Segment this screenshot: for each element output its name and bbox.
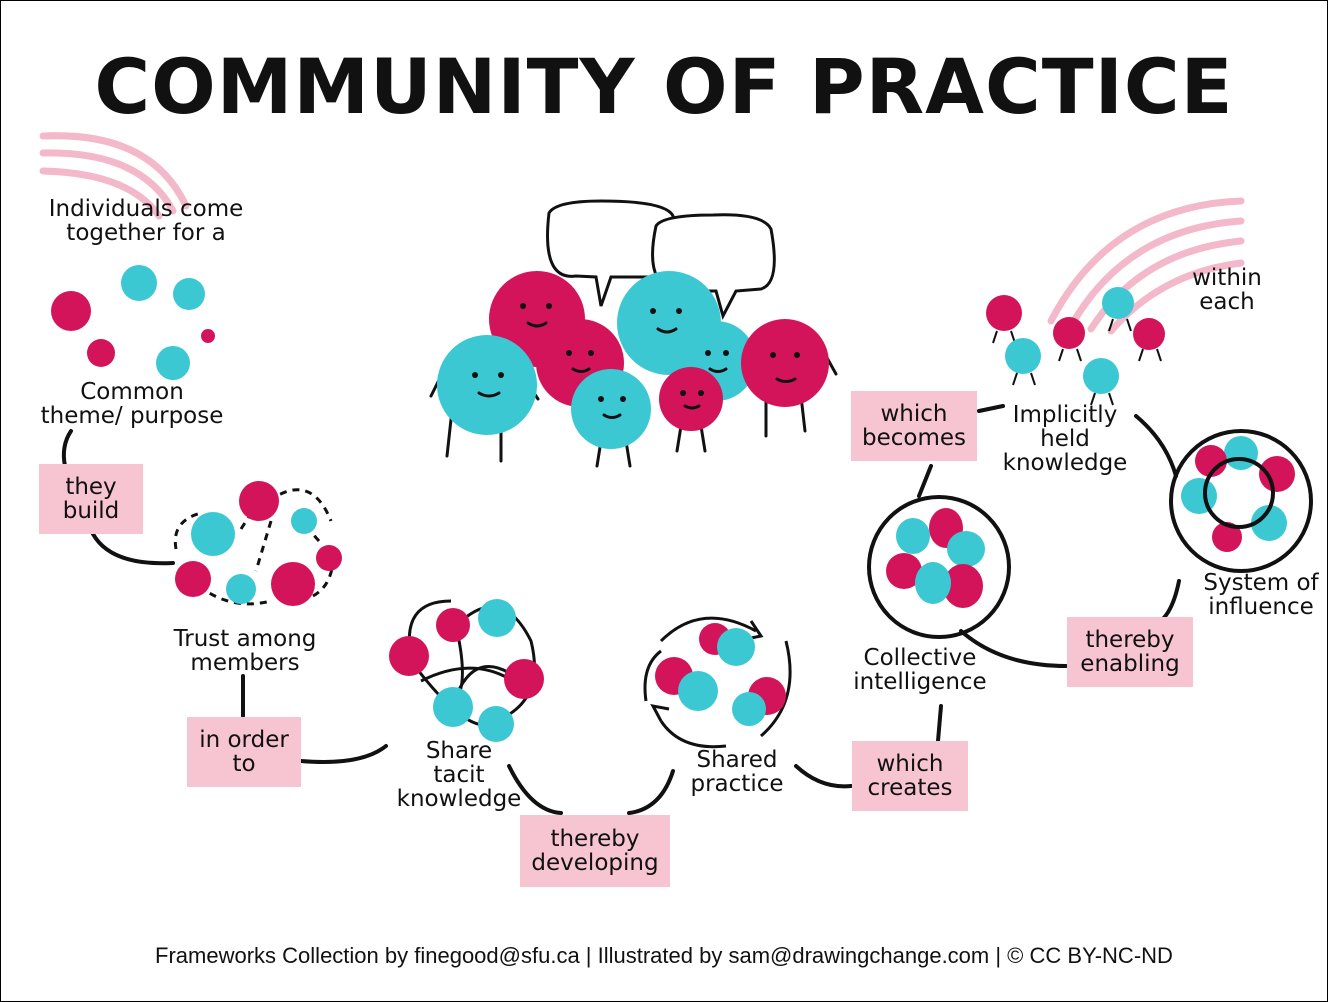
label-shared-practice: Shared practice [690,747,784,797]
system-of-influence-circle [1169,429,1313,573]
footer-credits: Frameworks Collection by finegood@sfu.ca… [155,943,1173,968]
tacit-network [389,599,544,742]
label-within-each: within each [1192,265,1262,315]
label-collective: Collective intelligence [853,645,987,695]
connector-they-build-text: they build [62,474,120,524]
pink-swoosh-right [1047,197,1245,335]
connector-thereby-enabling: thereby enabling [1067,617,1193,687]
label-share-tacit: Share tacit knowledge [396,738,522,812]
connector-which-becomes-text: which becomes [861,401,966,451]
connector-in-order-to-text: in order to [199,727,289,777]
connector-which-becomes: which becomes [851,391,977,461]
connector-thereby-enabling-text: thereby enabling [1080,627,1180,677]
shared-practice-swirl [643,616,792,749]
trust-network [173,481,342,606]
connector-which-creates-text: which creates [867,751,953,801]
central-crowd [429,199,838,468]
connector-thereby-developing: thereby developing [520,815,670,887]
connector-thereby-developing-text: thereby developing [531,826,659,876]
label-common-theme: Common theme/ purpose [40,379,224,429]
page-title: COMMUNITY OF PRACTICE [94,42,1234,131]
label-trust: Trust among members [173,626,317,676]
connector-they-build: they build [39,464,143,534]
connector-in-order-to: in order to [187,717,301,787]
pink-swoosh-left [39,132,190,220]
label-implicit: Implicitly held knowledge [1002,402,1128,476]
connector-which-creates: which creates [852,741,968,811]
implicit-knowledge-figures [986,287,1165,406]
collective-intelligence-circle [867,495,1011,639]
label-system-influence: System of influence [1203,570,1319,620]
label-individuals: Individuals come together for a [48,196,244,246]
loose-dots-group [51,265,215,380]
